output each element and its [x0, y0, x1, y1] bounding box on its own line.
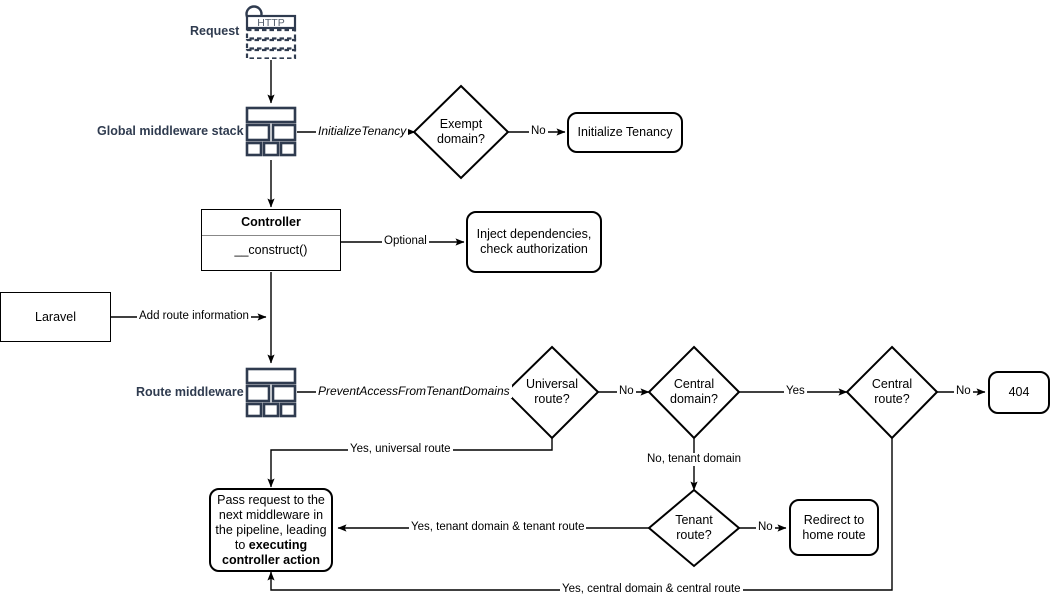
pass-request-line4: to executing [235, 538, 307, 553]
node-inject-dependencies[interactable]: Inject dependencies, check authorization [466, 211, 602, 273]
pass-request-line3: the pipeline, leading [215, 522, 327, 537]
pass-request-line1: Pass request to the [217, 492, 325, 507]
central-route-line1: Central [871, 377, 913, 391]
edge-label-central-domain-yes: Yes [784, 385, 807, 398]
decision-central-domain-label: Central domain? [644, 377, 744, 407]
inject-dependencies-line1: Inject dependencies, [476, 227, 592, 241]
label-global-middleware-stack: Global middleware stack [97, 124, 244, 138]
label-route-middleware: Route middleware [136, 385, 244, 399]
edge-label-initialize-tenancy: InitializeTenancy [316, 124, 409, 138]
node-404[interactable]: 404 [988, 371, 1050, 414]
decision-exempt-domain-label: Exempt domain? [411, 117, 511, 147]
redirect-home-line1: Redirect to [803, 512, 865, 527]
decision-central-route-label: Central route? [842, 377, 942, 407]
universal-route-line2: route? [534, 392, 570, 406]
central-domain-line2: domain? [670, 392, 718, 406]
edge-label-exempt-no: No [529, 125, 548, 138]
inject-dependencies-line2: check authorization [480, 242, 588, 256]
laravel-label: Laravel [35, 309, 76, 324]
tenant-route-line2: route? [676, 528, 712, 542]
redirect-home-line2: home route [802, 527, 866, 542]
initialize-tenancy-label: Initialize Tenancy [577, 125, 673, 139]
controller-method: __construct() [234, 243, 308, 257]
http-request-icon: HTTP [245, 5, 297, 60]
edge-label-universal-no: No [617, 385, 636, 398]
node-initialize-tenancy[interactable]: Initialize Tenancy [567, 112, 683, 153]
decision-tenant-route-label: Tenant route? [644, 513, 744, 543]
pass-request-bold1: executing [248, 537, 308, 552]
edge-label-yes-tenant-domain-tenant-route: Yes, tenant domain & tenant route [409, 521, 587, 534]
edge-label-optional: Optional [382, 235, 429, 248]
exempt-domain-line2: domain? [437, 132, 485, 146]
central-domain-line1: Central [673, 377, 715, 391]
central-route-line2: route? [874, 392, 910, 406]
label-request: Request [190, 24, 240, 38]
pass-request-line2: next middleware in [218, 507, 324, 522]
edge-label-no-tenant-domain: No, tenant domain [645, 453, 743, 466]
decision-tenant-route [647, 488, 741, 568]
node-controller[interactable]: Controller __construct() [201, 209, 341, 271]
node-laravel[interactable]: Laravel [0, 292, 111, 342]
decision-universal-route [504, 345, 600, 440]
edge-label-central-route-no: No [954, 385, 973, 398]
decision-universal-route-label: Universal route? [502, 377, 602, 407]
controller-header: Controller [202, 210, 340, 236]
middleware-stack-icon-global [245, 105, 297, 157]
edge-label-add-route-information: Add route information [137, 310, 251, 323]
not-found-label: 404 [1008, 385, 1030, 399]
exempt-domain-line1: Exempt [439, 117, 483, 131]
node-pass-request[interactable]: Pass request to the next middleware in t… [209, 488, 333, 572]
edge-label-prevent-access: PreventAccessFromTenantDomains [316, 384, 512, 398]
tenant-route-line1: Tenant [675, 513, 713, 527]
node-redirect-home-route[interactable]: Redirect to home route [789, 499, 879, 556]
decision-central-domain [647, 345, 741, 440]
edge-label-yes-universal-route: Yes, universal route [348, 443, 453, 456]
pass-request-bold2: controller action [222, 552, 320, 567]
pass-request-to: to [234, 537, 249, 552]
universal-route-line1: Universal [525, 377, 579, 391]
edge-label-yes-central-domain-central-route: Yes, central domain & central route [560, 583, 743, 596]
decision-exempt-domain [412, 84, 510, 180]
decision-central-route [845, 345, 939, 440]
http-icon-label: HTTP [257, 17, 284, 29]
edge-label-tenant-route-no: No [756, 521, 775, 534]
middleware-stack-icon-route [245, 366, 297, 418]
